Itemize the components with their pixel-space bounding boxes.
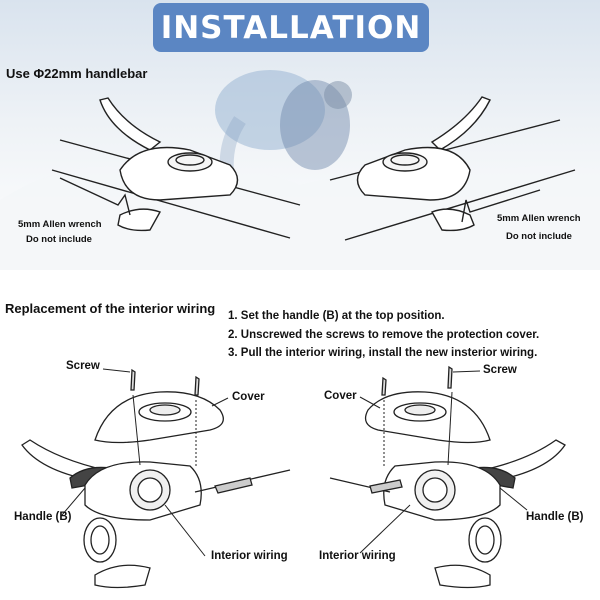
left-shifter-mounted: [51, 97, 301, 239]
right-wrench-note: Do not include: [506, 231, 572, 242]
left-leader-lines: [61, 368, 229, 557]
right-wiring-label: Interior wiring: [319, 550, 396, 562]
right-shifter-mounted: [329, 96, 576, 241]
left-screw-label: Screw: [66, 360, 100, 372]
right-handle-label: Handle (B): [526, 511, 584, 523]
right-shifter-exploded: [329, 365, 566, 589]
banner-title: INSTALLATION: [160, 9, 422, 46]
step-1: 1. Set the handle (B) at the top positio…: [228, 310, 445, 322]
top-shifters-diagram: [51, 96, 576, 241]
right-wrench-label: 5mm Allen wrench: [497, 213, 581, 224]
left-cover-label: Cover: [232, 391, 265, 403]
installation-banner: INSTALLATION: [153, 3, 429, 52]
handlebar-size-label: Use Φ22mm handlebar: [6, 66, 148, 81]
right-leader-lines: [359, 370, 528, 554]
left-shifter-exploded: [21, 368, 291, 589]
step-3: 3. Pull the interior wiring, install the…: [228, 347, 538, 359]
step-2: 2. Unscrewed the screws to remove the pr…: [228, 329, 540, 341]
right-cover-label: Cover: [324, 390, 357, 402]
right-screw-label: Screw: [483, 364, 517, 376]
section-title: Replacement of the interior wiring: [5, 301, 216, 316]
left-wrench-label: 5mm Allen wrench: [18, 219, 102, 230]
left-wiring-label: Interior wiring: [211, 550, 288, 562]
left-handle-label: Handle (B): [14, 511, 72, 523]
left-wrench-note: Do not include: [26, 234, 92, 245]
